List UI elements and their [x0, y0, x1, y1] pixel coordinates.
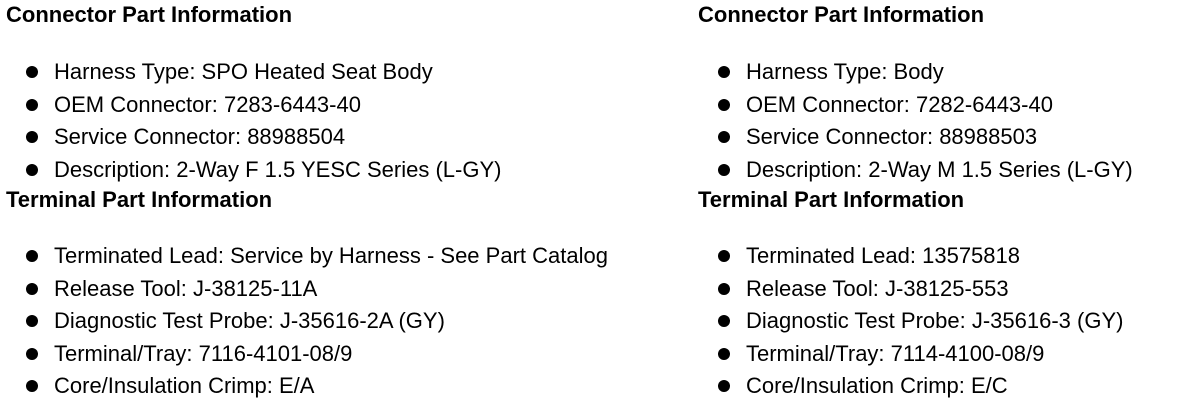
- list-item-text: Core/Insulation Crimp: E/A: [54, 373, 315, 398]
- bullet-icon: [718, 163, 730, 176]
- connector-part-info-list: Harness Type: Body OEM Connector: 7282-6…: [698, 56, 1198, 186]
- list-item: Core/Insulation Crimp: E/C: [698, 370, 1198, 403]
- list-item: Terminal/Tray: 7114-4100-08/9: [698, 338, 1198, 371]
- bullet-icon: [26, 163, 38, 176]
- list-item-text: OEM Connector: 7283-6443-40: [54, 91, 361, 117]
- list-item-text: OEM Connector: 7282-6443-40: [746, 91, 1053, 117]
- list-item: Description: 2-Way M 1.5 Series (L-GY): [698, 154, 1198, 187]
- list-item: Diagnostic Test Probe: J-35616-2A (GY): [6, 305, 696, 338]
- bullet-icon: [26, 347, 38, 360]
- bullet-icon: [26, 131, 38, 143]
- left-column: Connector Part Information Harness Type:…: [6, 0, 696, 403]
- list-item: Terminal/Tray: 7116-4101-08/9: [6, 338, 696, 371]
- bullet-icon: [26, 66, 38, 78]
- list-item-text: Core/Insulation Crimp: E/C: [746, 373, 1008, 398]
- bullet-icon: [718, 282, 730, 295]
- list-item: Release Tool: J-38125-553: [698, 273, 1198, 306]
- list-item-text: Terminal/Tray: 7114-4100-08/9: [746, 340, 1045, 366]
- list-item-text: Release Tool: J-38125-11A: [54, 275, 318, 301]
- bullet-icon: [26, 282, 38, 295]
- terminal-part-info-title: Terminal Part Information: [698, 187, 965, 212]
- list-item: Service Connector: 88988504: [6, 121, 696, 154]
- bullet-icon: [718, 250, 730, 262]
- list-item: Harness Type: Body: [698, 56, 1198, 89]
- list-item: OEM Connector: 7283-6443-40: [6, 89, 696, 122]
- list-item: Harness Type: SPO Heated Seat Body: [6, 56, 696, 89]
- list-item-text: Service Connector: 88988503: [746, 124, 1038, 149]
- bullet-icon: [718, 131, 730, 143]
- bullet-icon: [718, 315, 730, 327]
- terminal-part-info-title: Terminal Part Information: [6, 187, 273, 212]
- right-column: Connector Part Information Harness Type:…: [698, 0, 1198, 403]
- bullet-icon: [26, 98, 38, 111]
- connector-part-info-list: Harness Type: SPO Heated Seat Body OEM C…: [6, 56, 696, 186]
- list-item: Description: 2-Way F 1.5 YESC Series (L-…: [6, 154, 696, 187]
- bullet-icon: [26, 315, 38, 327]
- list-item: Service Connector: 88988503: [698, 121, 1198, 154]
- bullet-icon: [26, 250, 38, 262]
- list-item: Release Tool: J-38125-11A: [6, 273, 696, 306]
- list-item-text: Diagnostic Test Probe: J-35616-2A (GY): [54, 308, 445, 333]
- list-item-text: Harness Type: Body: [746, 59, 944, 84]
- bullet-icon: [718, 380, 730, 392]
- list-item: Diagnostic Test Probe: J-35616-3 (GY): [698, 305, 1198, 338]
- list-item: OEM Connector: 7282-6443-40: [698, 89, 1198, 122]
- list-item: Core/Insulation Crimp: E/A: [6, 370, 696, 403]
- bullet-icon: [718, 98, 730, 111]
- connector-part-info-title: Connector Part Information: [698, 2, 985, 27]
- bullet-icon: [718, 66, 730, 78]
- terminal-part-info-list: Terminated Lead: Service by Harness - Se…: [6, 240, 696, 403]
- list-item-text: Release Tool: J-38125-553: [746, 275, 1009, 301]
- list-item-text: Terminated Lead: Service by Harness - Se…: [54, 243, 608, 268]
- list-item-text: Diagnostic Test Probe: J-35616-3 (GY): [746, 308, 1124, 333]
- list-item-text: Description: 2-Way F 1.5 YESC Series (L-…: [54, 156, 502, 182]
- list-item-text: Harness Type: SPO Heated Seat Body: [54, 59, 433, 84]
- list-item: Terminated Lead: 13575818: [698, 240, 1198, 273]
- bullet-icon: [26, 380, 38, 392]
- list-item-text: Description: 2-Way M 1.5 Series (L-GY): [746, 156, 1133, 182]
- list-item-text: Service Connector: 88988504: [54, 124, 346, 149]
- list-item-text: Terminated Lead: 13575818: [746, 243, 1020, 268]
- connector-part-info-title: Connector Part Information: [6, 2, 293, 27]
- terminal-part-info-list: Terminated Lead: 13575818 Release Tool: …: [698, 240, 1198, 403]
- bullet-icon: [718, 347, 730, 360]
- list-item-text: Terminal/Tray: 7116-4101-08/9: [54, 340, 353, 366]
- list-item: Terminated Lead: Service by Harness - Se…: [6, 240, 696, 273]
